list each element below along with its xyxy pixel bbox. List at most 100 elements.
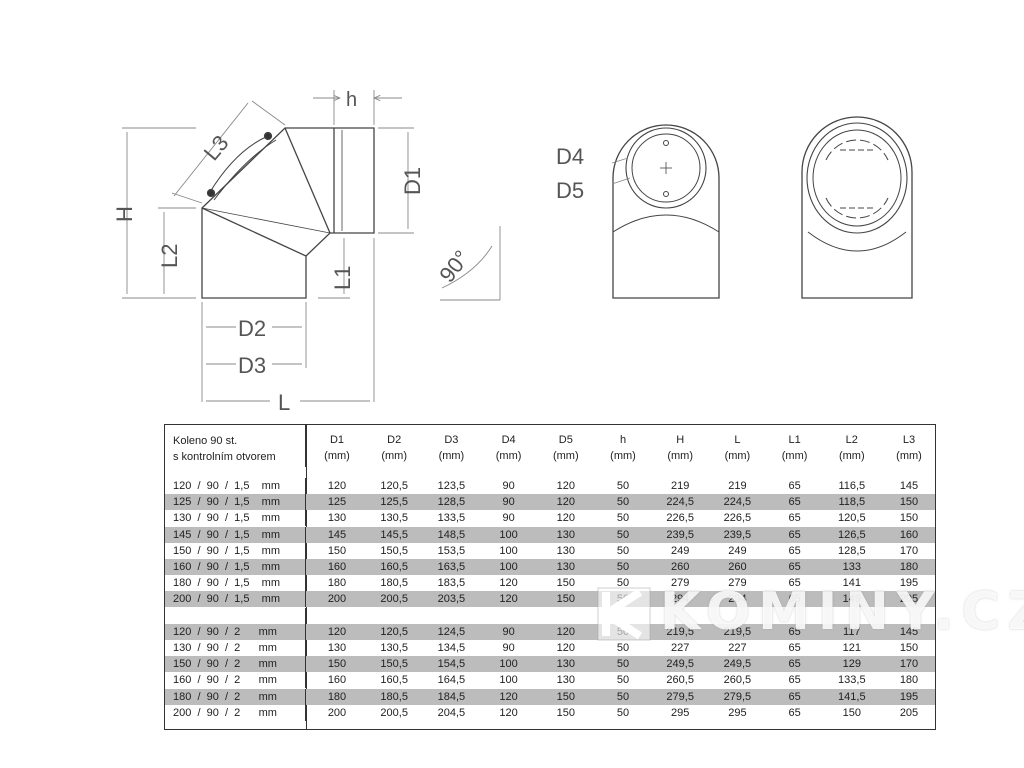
table-cell: 148,5 [437,528,466,541]
table-cell: 150 [327,658,347,671]
table-cell: 120 [556,496,575,509]
table-cell: 150 [842,706,861,719]
label-L: L [278,390,290,415]
table-title-line2: s kontrolním otvorem [173,451,276,463]
table-cell: 50 [616,593,630,606]
table-divider [306,425,307,729]
label-d4: D4 [556,144,584,169]
table-cell: 50 [616,706,630,719]
table-cell: 204,5 [437,706,466,719]
column-name: L2 [845,434,858,446]
table-cell: 260 [671,561,690,573]
table-cell: 125 [327,496,347,509]
column-header: L2(mm) [823,432,881,464]
table-cell: 184,5 [437,690,466,703]
column-unit: (mm) [781,450,808,462]
table-cell: 120 [556,480,575,492]
column-unit: (mm) [610,450,636,462]
table-cell: 65 [788,512,801,525]
table-cell: 260 [728,561,747,573]
column-header: h(mm) [594,432,652,464]
column-unit: (mm) [495,450,522,462]
table-cell: 100 [499,674,518,687]
table-cell: 294 [671,593,690,606]
table-cell: 205 [899,706,919,719]
column-header: D5(mm) [537,432,595,464]
product-code: 180 / 90 / 1,5 mm [165,575,306,592]
table-cell: 120 [499,593,518,606]
table-cell: 100 [499,658,518,671]
table-cell: 224,5 [723,496,752,509]
column-name: D3 [444,434,459,446]
table-title-line1: Koleno 90 st. [173,435,238,447]
dimension-labels: h D1 H L3 L2 L1 D2 D3 L 90° D4 D5 [112,89,584,415]
column-unit: (mm) [724,450,751,462]
table-cell: 180,5 [380,577,408,590]
table-cell: 65 [788,690,801,703]
table-cell: 170 [899,658,919,671]
table-cell: 90 [502,480,515,492]
table-cell: 150,5 [380,544,408,557]
table-cell: 65 [788,480,801,492]
label-l2: L2 [157,244,182,268]
table-cell: 170 [899,544,919,557]
table-cell: 219,5 [666,625,694,638]
column-name: D1 [329,434,345,446]
table-cell: 150,5 [380,658,408,671]
specification-table: Koleno 90 st. s kontrolním otvorem D1 (mm… [164,424,936,730]
table-cell: 100 [499,544,518,557]
table-cell: 128,5 [437,496,466,509]
table-cell: 180,5 [380,690,408,703]
table-cell: 120 [499,706,518,719]
table-cell: 120,5 [380,480,408,492]
table-cell: 120,5 [380,625,408,638]
product-code: 180 / 90 / 2 mm [165,688,306,705]
table-cell: 128,5 [838,544,866,557]
table-cell: 180 [899,674,919,687]
table-cell: 50 [616,642,630,654]
table-cell: 133,5 [838,674,866,687]
product-code: 200 / 90 / 1,5 mm [165,591,306,608]
table-cell: 50 [616,496,630,509]
table-cell: 226,5 [666,512,694,525]
table-cell: 130 [556,544,575,557]
table-cell: 90 [502,625,515,638]
table-cell: 150 [556,690,575,703]
product-code: 125 / 90 / 1,5 mm [165,494,306,511]
label-H: H [112,206,137,222]
column-header: L3(mm) [880,432,938,464]
table-cell: 249 [728,544,747,557]
table-cell: 200,5 [380,706,408,719]
table-cell: 65 [788,544,801,557]
table-cell: 120 [556,512,575,525]
elbow-front-view [611,124,720,299]
table-cell: 65 [788,496,801,509]
table-cell: 227 [671,642,690,654]
table-cell: 50 [616,577,630,590]
table-cell: 50 [616,690,630,703]
label-l1: L1 [330,266,355,290]
table-cell: 160 [327,561,347,573]
table-title: Koleno 90 st. s kontrolním otvorem [165,425,306,467]
table-cell: 180 [327,577,347,590]
table-cell: 130,5 [380,512,408,525]
table-cell: 150 [556,577,575,590]
table-cell: 279 [671,577,690,590]
elbow-rear-view [801,116,913,299]
table-cell: 120 [499,577,518,590]
table-cell: 124,5 [437,625,466,638]
table-cell: 120 [327,625,347,638]
table-cell: 117 [843,625,861,638]
table-cell: 120 [499,690,518,703]
table-cell: 219 [728,480,747,492]
table-cell: 116,5 [838,480,866,492]
table-cell: 50 [616,544,630,557]
table-cell: 150 [899,512,919,525]
table-cell: 100 [499,528,518,541]
column-name: D2 [387,434,402,446]
table-cell: 219,5 [723,625,752,638]
